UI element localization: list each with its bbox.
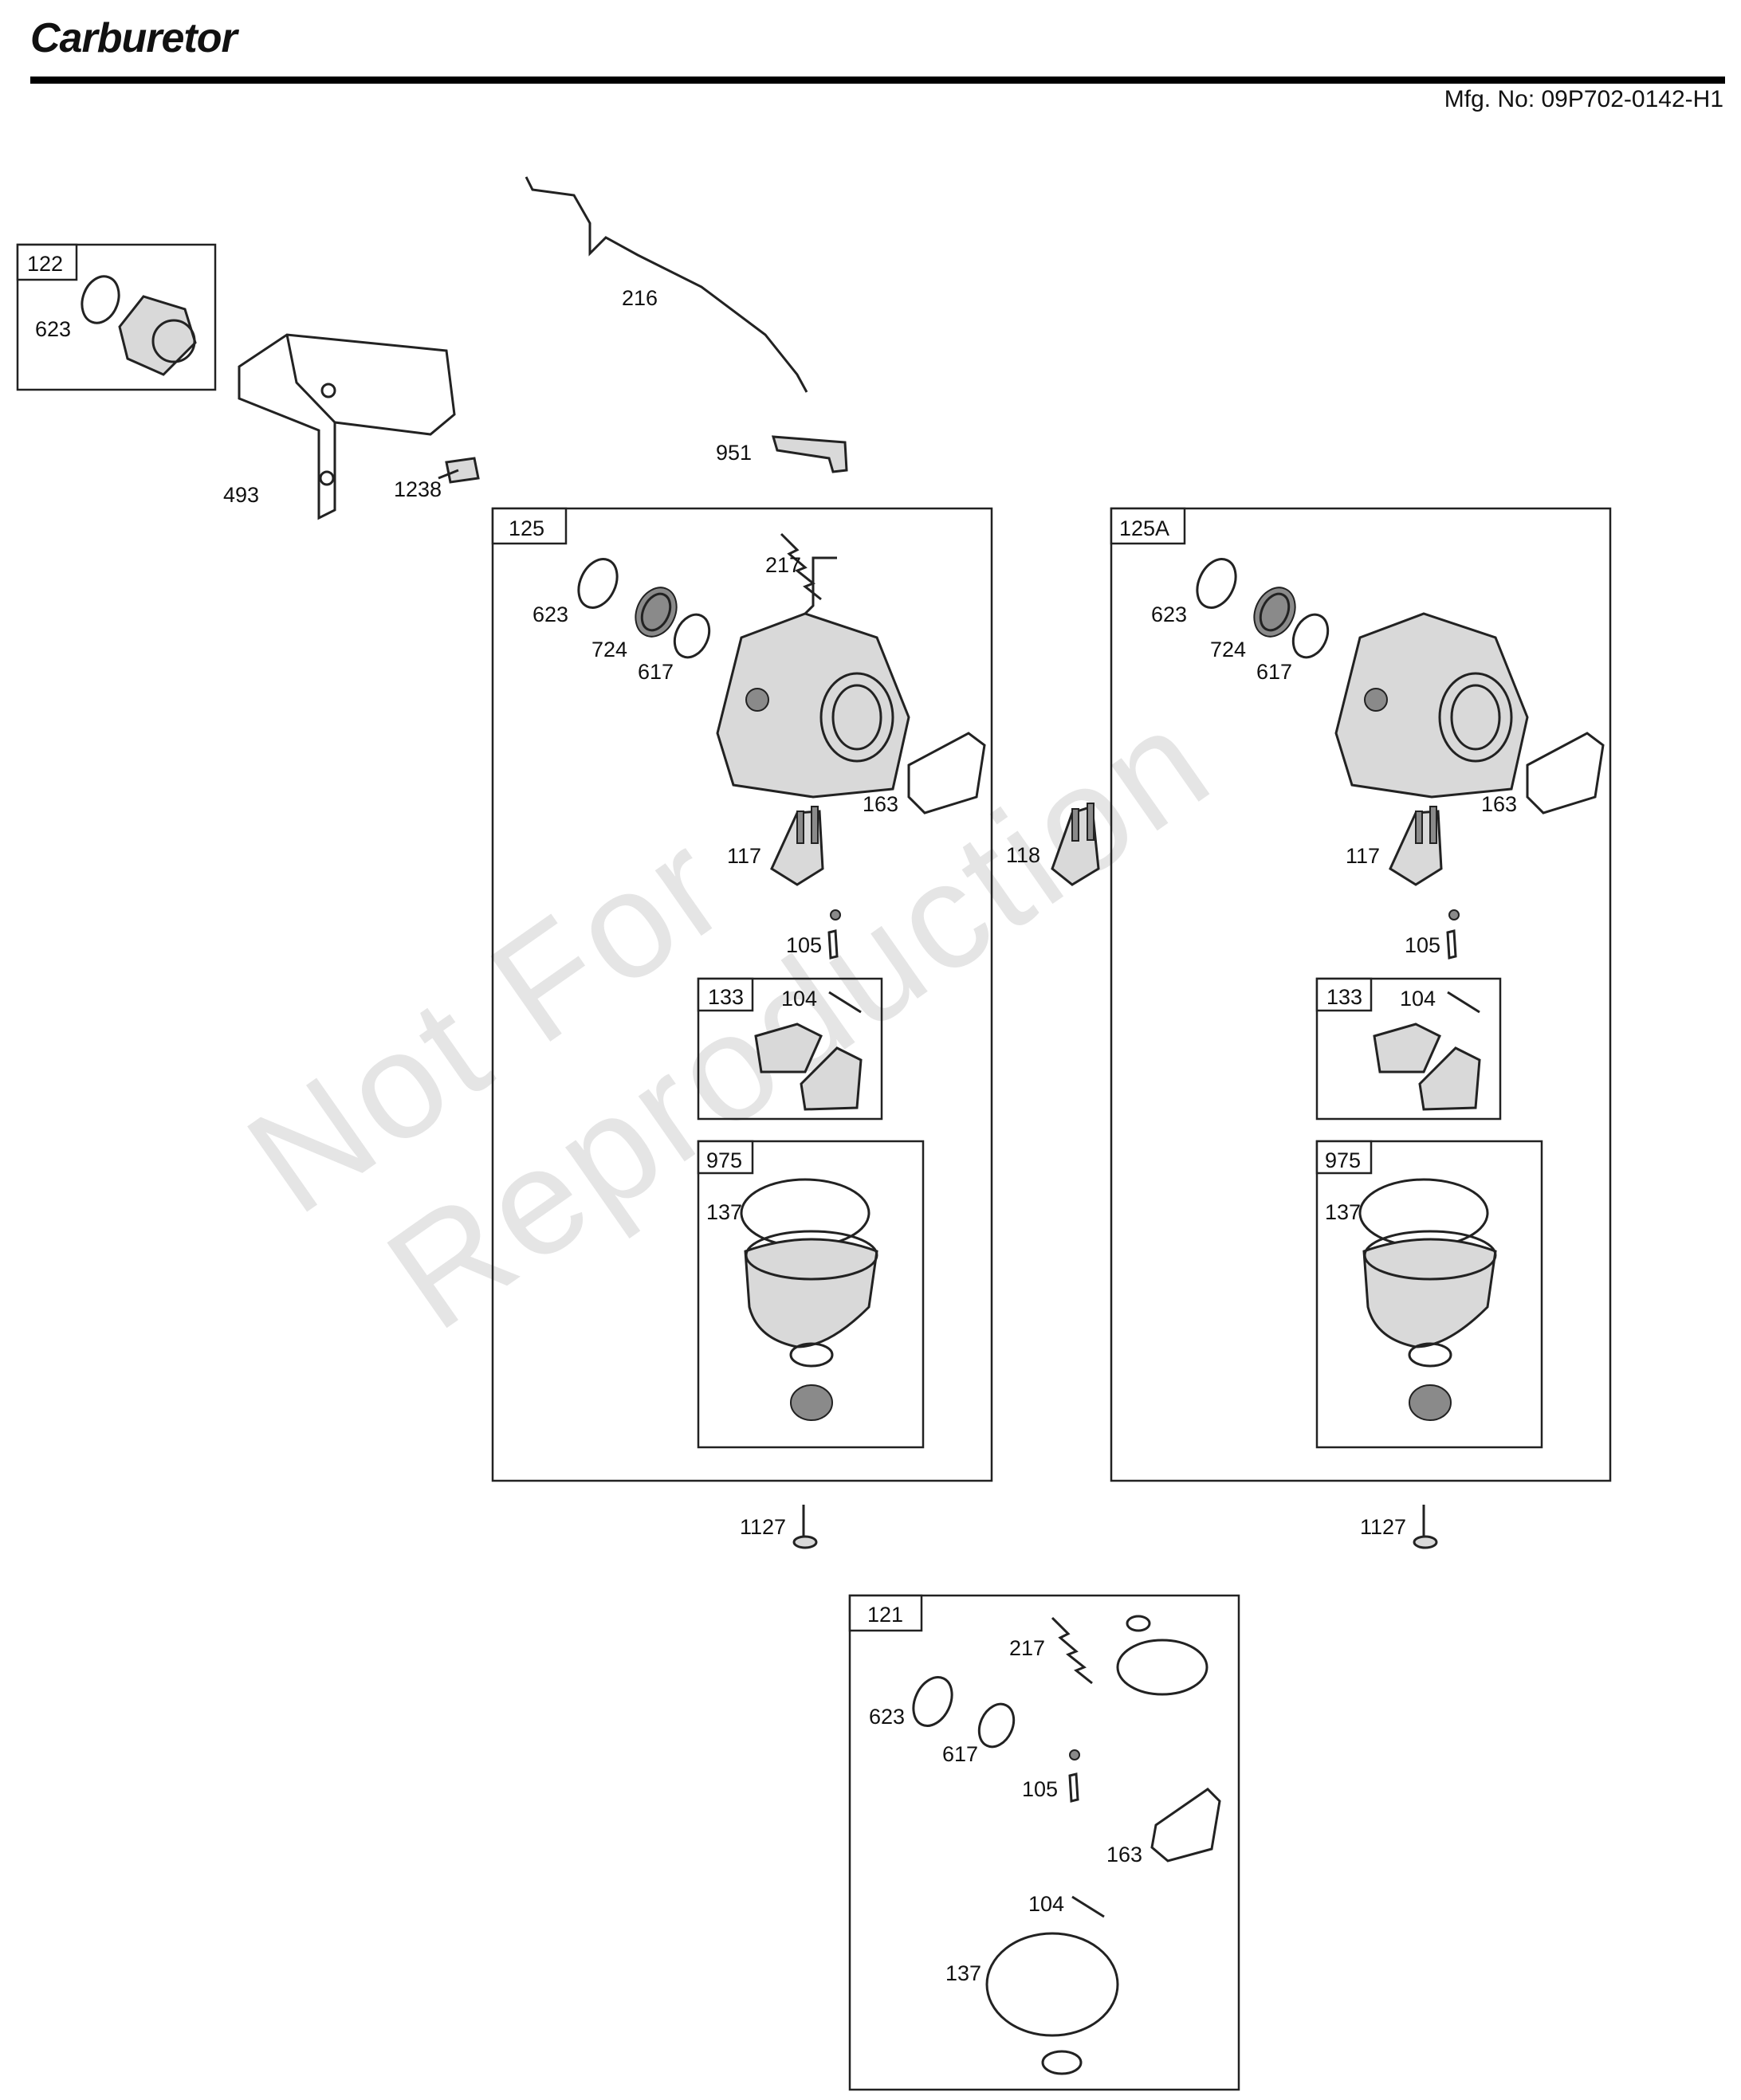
fuel-inlet-fitting xyxy=(118,295,197,376)
o-ring-large xyxy=(1116,1639,1208,1696)
needle-105 xyxy=(1068,1772,1079,1803)
o-ring-617 xyxy=(1291,613,1330,659)
box-975[interactable] xyxy=(697,1140,925,1449)
callout-623[interactable]: 623 xyxy=(35,317,71,341)
gasket-163 xyxy=(1526,732,1605,814)
pin-104 xyxy=(828,991,862,1014)
callout-105[interactable]: 105 xyxy=(786,933,822,957)
callout-104[interactable]: 104 xyxy=(781,987,817,1011)
seal-724 xyxy=(1253,587,1296,638)
box-label-122: 122 xyxy=(27,252,63,276)
o-ring-617 xyxy=(673,613,711,659)
box-122[interactable]: 122 623 xyxy=(16,243,217,391)
box-125-carburetor[interactable]: 125 217 623 724 617 163 117 xyxy=(491,507,993,1482)
callout-137[interactable]: 137 xyxy=(706,1200,742,1224)
callout-724[interactable]: 724 xyxy=(1210,638,1246,661)
box-label-121: 121 xyxy=(867,1603,903,1627)
box-label-133: 133 xyxy=(708,985,744,1009)
callout-217[interactable]: 217 xyxy=(765,553,801,577)
float-133 xyxy=(754,1023,823,1074)
callout-104[interactable]: 104 xyxy=(1400,987,1436,1011)
part-1238-bolt[interactable]: 1238 xyxy=(394,457,480,501)
o-ring-137 xyxy=(985,1932,1119,2037)
o-ring-small xyxy=(1126,1615,1151,1632)
gasket-163 xyxy=(907,732,986,814)
callout-617[interactable]: 617 xyxy=(638,660,674,684)
pin-104 xyxy=(1447,991,1480,1014)
seal-724 xyxy=(635,587,678,638)
part-118[interactable]: 118 xyxy=(1006,803,1100,886)
callout-117[interactable]: 117 xyxy=(1346,844,1380,868)
callout-163[interactable]: 163 xyxy=(1481,792,1517,816)
box-133[interactable] xyxy=(697,977,883,1121)
part-117 xyxy=(1389,806,1443,886)
callout-493[interactable]: 493 xyxy=(223,483,259,507)
box-label-133: 133 xyxy=(1326,985,1362,1009)
pin-104 xyxy=(1071,1895,1105,1918)
callout-1127[interactable]: 1127 xyxy=(740,1515,786,1539)
part-1127-bolt[interactable]: 1127 xyxy=(740,1505,818,1549)
gasket-163 xyxy=(1150,1788,1221,1863)
o-ring-623 xyxy=(1196,558,1237,609)
callout-118[interactable]: 118 xyxy=(1006,843,1040,867)
callout-104[interactable]: 104 xyxy=(1028,1892,1064,1916)
callout-617[interactable]: 617 xyxy=(1256,660,1292,684)
float-133 xyxy=(1373,1023,1441,1074)
watermark: Not For Reproduction xyxy=(218,674,1240,1362)
callout-105[interactable]: 105 xyxy=(1022,1777,1058,1801)
washer xyxy=(1041,2050,1083,2075)
mfg-number: Mfg. No: 09P702-0142-H1 xyxy=(1444,86,1723,112)
box-label-975: 975 xyxy=(1325,1148,1361,1172)
title-rule xyxy=(30,77,1725,84)
page-title: Carburetor xyxy=(30,15,238,61)
callout-216[interactable]: 216 xyxy=(622,286,658,310)
callout-163[interactable]: 163 xyxy=(863,792,898,816)
carburetor-body xyxy=(716,556,910,799)
callout-623[interactable]: 623 xyxy=(869,1705,905,1729)
callout-724[interactable]: 724 xyxy=(591,638,627,661)
callout-623[interactable]: 623 xyxy=(1151,603,1187,626)
part-951-clip[interactable]: 951 xyxy=(716,435,848,473)
o-ring-623 xyxy=(81,275,120,324)
needle-105 xyxy=(1446,929,1457,960)
part-216-link[interactable]: 216 xyxy=(525,176,808,393)
part-1127-bolt[interactable]: 1127 xyxy=(1360,1505,1438,1549)
callout-137[interactable]: 137 xyxy=(945,1961,981,1985)
callout-117[interactable]: 117 xyxy=(727,844,761,868)
fuel-bowl xyxy=(744,1238,878,1348)
callout-623[interactable]: 623 xyxy=(533,603,568,626)
o-ring-623 xyxy=(912,1676,953,1727)
box-975[interactable] xyxy=(1315,1140,1543,1449)
carburetor-body xyxy=(1334,612,1529,799)
callout-163[interactable]: 163 xyxy=(1106,1843,1142,1866)
needle-105 xyxy=(827,929,839,960)
o-ring-623 xyxy=(577,558,619,609)
callout-951[interactable]: 951 xyxy=(716,441,752,465)
callout-617[interactable]: 617 xyxy=(942,1742,978,1766)
callout-137[interactable]: 137 xyxy=(1325,1200,1361,1224)
spring-217 xyxy=(1051,1616,1093,1685)
box-label-975: 975 xyxy=(706,1148,742,1172)
washer xyxy=(1408,1342,1452,1368)
callout-1238[interactable]: 1238 xyxy=(394,477,442,501)
spring-217 xyxy=(780,532,822,601)
box-label-125a: 125A xyxy=(1119,516,1169,540)
bowl-nut xyxy=(790,1384,833,1421)
box-133[interactable] xyxy=(1315,977,1502,1121)
callout-1127[interactable]: 1127 xyxy=(1360,1515,1406,1539)
bowl-nut xyxy=(1409,1384,1452,1421)
box-121-kit[interactable]: 121 217 623 617 105 163 104 137 xyxy=(848,1594,1240,2091)
box-125a-carburetor[interactable]: 125A 623 724 617 163 117 105 133 104 xyxy=(1110,507,1612,1482)
part-493-bracket[interactable]: 493 xyxy=(223,333,456,520)
callout-105[interactable]: 105 xyxy=(1405,933,1440,957)
box-label-125: 125 xyxy=(509,516,544,540)
o-ring-617 xyxy=(977,1702,1016,1749)
fuel-bowl xyxy=(1362,1238,1497,1348)
callout-217[interactable]: 217 xyxy=(1009,1636,1045,1660)
part-117 xyxy=(770,806,824,886)
washer xyxy=(789,1342,834,1368)
